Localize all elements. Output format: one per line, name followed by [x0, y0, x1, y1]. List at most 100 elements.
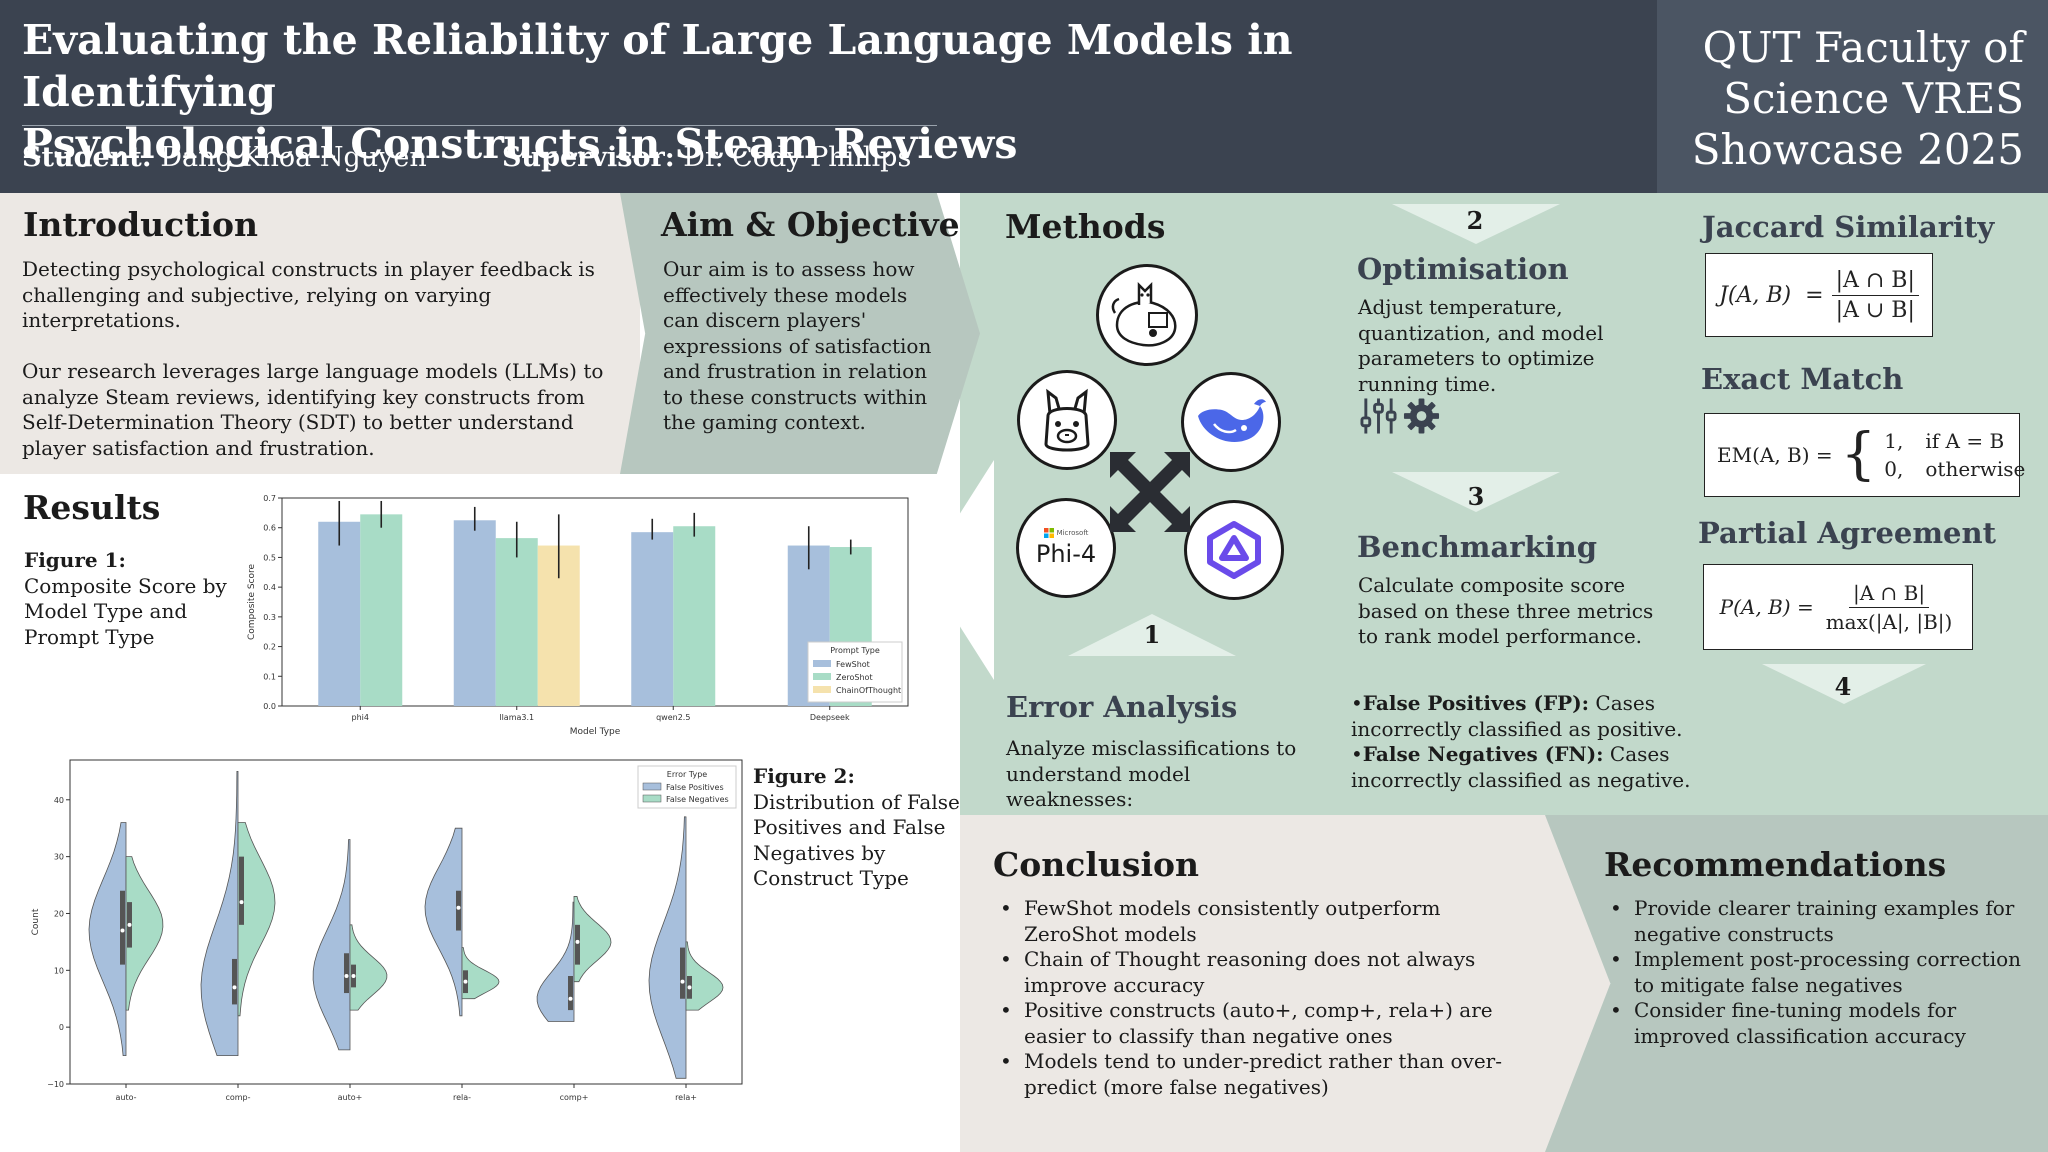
y-axis-label: Composite Score — [247, 563, 257, 640]
x-axis-label: Model Type — [570, 727, 621, 737]
false-negatives-label: False Negatives (FN): — [1362, 742, 1604, 766]
exact-case-2-condition: otherwise — [1925, 457, 2026, 481]
student-label: Student: — [22, 142, 152, 173]
poster-title: Evaluating the Reliability of Large Lang… — [22, 14, 1422, 170]
header-divider — [22, 125, 937, 126]
y-tick-label: 40 — [54, 796, 64, 805]
violin-half — [125, 856, 164, 1011]
supervisor-name: Dr. Cody Phillips — [683, 142, 912, 173]
y-tick-label: 0.5 — [263, 553, 276, 562]
violin-half — [685, 941, 724, 1011]
supervisor-label: Supervisor: — [501, 142, 675, 173]
iqr-box — [575, 924, 580, 965]
x-tick-label: auto- — [115, 1093, 136, 1102]
y-tick-label: 0 — [59, 1023, 64, 1032]
step-2-number: 2 — [1466, 206, 1484, 235]
violin-half — [88, 822, 127, 1057]
partial-agreement-formula: P(A, B) = |A ∩ B|max(|A|, |B|) — [1703, 564, 1973, 650]
jaccard-title: Jaccard Similarity — [1702, 210, 1995, 244]
y-axis-label: Count — [31, 908, 41, 935]
partial-agreement-title: Partial Agreement — [1698, 516, 1996, 550]
legend-title: Prompt Type — [830, 646, 880, 655]
x-tick-label: comp+ — [560, 1093, 589, 1102]
exact-match-formula: EM(A, B) = { 1, if A = B 0, otherwise — [1704, 413, 2025, 497]
iqr-box — [456, 890, 461, 931]
title-line-1: Evaluating the Reliability of Large Lang… — [22, 16, 1293, 116]
bar — [673, 526, 716, 706]
y-tick-label: −10 — [47, 1080, 64, 1089]
bar — [453, 520, 496, 706]
student-name: Dang Khoa Nguyen — [160, 142, 427, 173]
error-analysis-text: Analyze misclassifications to understand… — [1006, 736, 1297, 811]
median-dot — [127, 922, 132, 927]
figure-1-caption: Figure 1: Composite Score by Model Type … — [24, 548, 234, 650]
y-tick-label: 0.3 — [263, 613, 276, 622]
false-positives-text: Cases incorrectly classified as positive… — [1351, 691, 1683, 741]
iqr-box — [568, 976, 573, 1011]
legend-swatch — [642, 782, 662, 791]
exact-case-1-value: 1, — [1884, 429, 1904, 453]
qwen-icon — [1184, 500, 1284, 600]
gear-icon — [1403, 398, 1440, 434]
y-tick-label: 0.2 — [263, 643, 276, 652]
plot-frame — [281, 497, 909, 707]
legend-label: ChainOfThought — [836, 686, 901, 695]
violin-half — [200, 770, 239, 1057]
y-tick-label: 20 — [54, 909, 64, 918]
recommendations-heading: Recommendations — [1604, 845, 1947, 884]
figure-2-label: Figure 2: — [753, 764, 855, 788]
legend-swatch — [813, 660, 831, 667]
benchmarking-title: Benchmarking — [1357, 530, 1598, 564]
exact-case-2-value: 0, — [1884, 457, 1904, 481]
header-bar — [0, 0, 1657, 193]
llama-icon — [1017, 370, 1117, 470]
median-dot — [568, 996, 573, 1001]
optimisation-icons — [1360, 396, 1440, 436]
legend-label: False Positives — [666, 783, 724, 792]
iqr-box — [239, 856, 244, 925]
iqr-box — [232, 958, 237, 1005]
sliders-icon — [1360, 398, 1397, 434]
median-dot — [351, 974, 356, 978]
bar — [318, 521, 361, 706]
x-tick-label: llama3.1 — [499, 713, 534, 722]
header-conference-panel — [1657, 0, 2048, 193]
y-tick-label: 0.4 — [263, 583, 276, 592]
conference-name: QUT Faculty of Science VRES Showcase 202… — [1691, 23, 2024, 174]
median-dot — [344, 974, 349, 978]
methods-heading: Methods — [1005, 207, 1166, 246]
median-dot — [463, 979, 468, 984]
median-dot — [120, 928, 125, 933]
microsoft-icon — [1043, 528, 1054, 538]
aim-heading: Aim & Objective — [661, 205, 960, 244]
cross-arrows-icon — [1108, 450, 1192, 534]
phi-4-label: Phi-4 — [1035, 540, 1097, 568]
recommendations-list: Provide clearer training examples for ne… — [1604, 896, 2034, 1049]
legend-label: FewShot — [836, 660, 870, 669]
exact-case-1-condition: if A = B — [1925, 429, 2005, 453]
recommendation-item: Consider fine-tuning models for improved… — [1604, 998, 2034, 1049]
introduction-paragraph-2: Our research leverages large language mo… — [22, 359, 604, 460]
partial-denominator: max(|A|, |B|) — [1825, 609, 1953, 634]
figure-1-label: Figure 1: — [24, 548, 126, 572]
introduction-paragraph-1: Detecting psychological constructs in pl… — [22, 257, 595, 332]
introduction-panel — [0, 193, 640, 474]
x-tick-label: phi4 — [352, 713, 369, 722]
exact-match-title: Exact Match — [1701, 362, 1904, 396]
plot-frame — [69, 759, 743, 1085]
y-tick-label: 0.0 — [263, 702, 276, 711]
ollama-whale-icon — [1096, 264, 1198, 366]
jaccard-lhs: J(A, B) = — [1719, 282, 1824, 308]
iqr-box — [120, 890, 125, 965]
false-positives-label: False Positives (FP): — [1362, 691, 1590, 715]
step-4-number: 4 — [1834, 672, 1852, 701]
y-tick-label: 0.1 — [263, 672, 276, 681]
median-dot — [575, 939, 580, 944]
conclusion-list: FewShot models consistently outperform Z… — [994, 896, 1534, 1100]
x-tick-label: comp- — [225, 1093, 250, 1102]
jaccard-denominator: |A ∪ B| — [1835, 297, 1915, 323]
methods-notch — [924, 460, 994, 680]
y-tick-label: 0.7 — [263, 494, 276, 503]
false-positives-item: •False Positives (FP): Cases incorrectly… — [1351, 691, 1683, 741]
violin-half — [573, 895, 612, 983]
